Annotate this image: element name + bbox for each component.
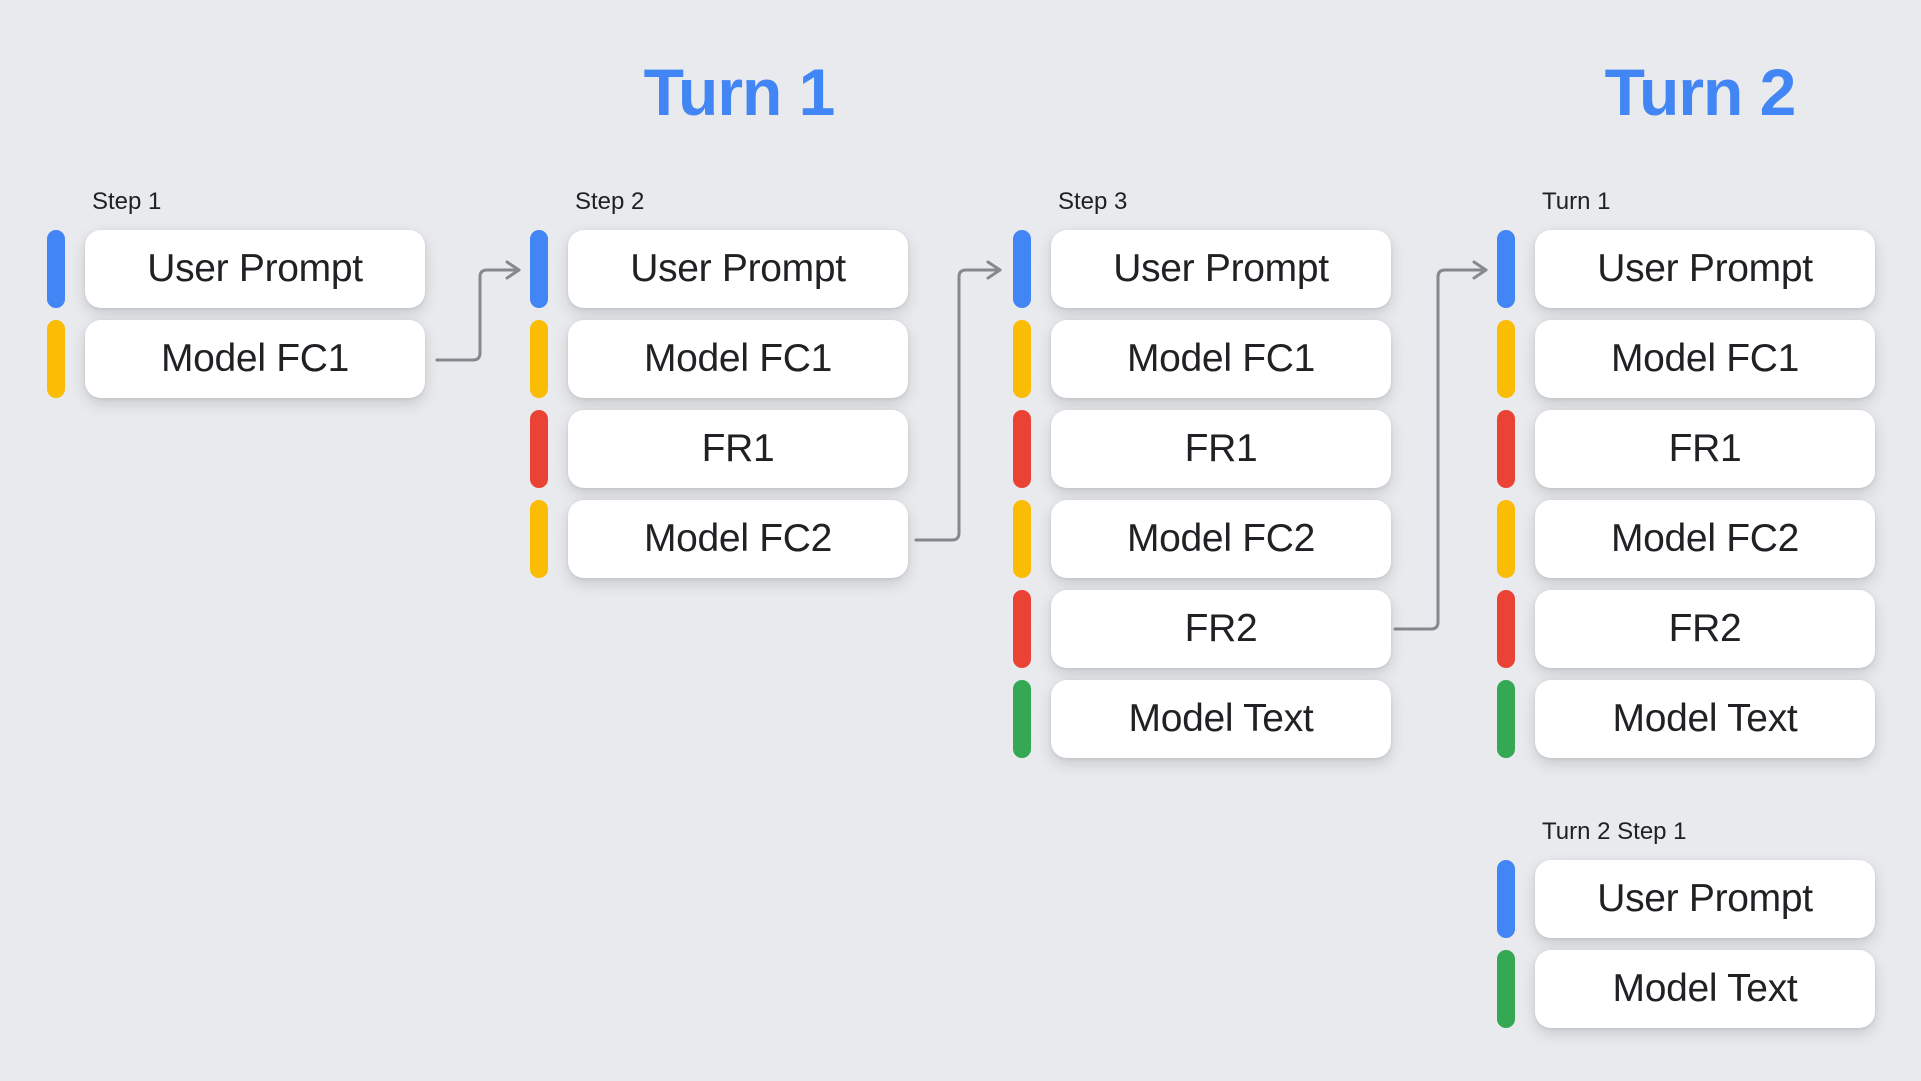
arrow-step2-to-step3	[914, 260, 1002, 542]
yellow-color-bar	[1013, 500, 1031, 578]
card-user-prompt: User Prompt	[1535, 860, 1875, 938]
turn-2-title: Turn 2	[1604, 55, 1797, 129]
yellow-color-bar	[530, 500, 548, 578]
card-user-prompt: User Prompt	[568, 230, 908, 308]
card-row: Model FC2	[1013, 500, 1393, 578]
card-user-prompt: User Prompt	[1535, 230, 1875, 308]
red-color-bar	[1013, 410, 1031, 488]
card-model-fc2: Model FC2	[568, 500, 908, 578]
card-row: Model FC1	[47, 320, 427, 398]
card-model-text: Model Text	[1535, 950, 1875, 1028]
green-color-bar	[1497, 680, 1515, 758]
card-user-prompt: User Prompt	[1051, 230, 1391, 308]
card-row: FR1	[1497, 410, 1877, 488]
blue-color-bar	[47, 230, 65, 308]
card-row: FR2	[1013, 590, 1393, 668]
column-label: Step 2	[575, 188, 645, 215]
card-model-text: Model Text	[1535, 680, 1875, 758]
card-row: Model FC2	[1497, 500, 1877, 578]
blue-color-bar	[1497, 860, 1515, 938]
yellow-color-bar	[1497, 500, 1515, 578]
card-model-fc1: Model FC1	[1535, 320, 1875, 398]
card-row: Model FC1	[1013, 320, 1393, 398]
card-model-fc1: Model FC1	[1051, 320, 1391, 398]
card-row: FR2	[1497, 590, 1877, 668]
yellow-color-bar	[530, 320, 548, 398]
yellow-color-bar	[1013, 320, 1031, 398]
yellow-color-bar	[47, 320, 65, 398]
green-color-bar	[1013, 680, 1031, 758]
card-row: FR1	[1013, 410, 1393, 488]
card-fr1: FR1	[1051, 410, 1391, 488]
column-label: Turn 2 Step 1	[1542, 818, 1687, 845]
card-row: FR1	[530, 410, 910, 488]
blue-color-bar	[530, 230, 548, 308]
card-fr2: FR2	[1535, 590, 1875, 668]
card-model-text: Model Text	[1051, 680, 1391, 758]
card-model-fc2: Model FC2	[1051, 500, 1391, 578]
blue-color-bar	[1013, 230, 1031, 308]
arrow-step1-to-step2	[435, 260, 521, 362]
card-fr1: FR1	[1535, 410, 1875, 488]
blue-color-bar	[1497, 230, 1515, 308]
green-color-bar	[1497, 950, 1515, 1028]
card-fr1: FR1	[568, 410, 908, 488]
column-label: Step 3	[1058, 188, 1128, 215]
card-row: Model Text	[1497, 680, 1877, 758]
red-color-bar	[1497, 590, 1515, 668]
card-user-prompt: User Prompt	[85, 230, 425, 308]
card-row: Model Text	[1497, 950, 1877, 1028]
column-label: Turn 1	[1542, 188, 1611, 215]
card-row: Model FC1	[1497, 320, 1877, 398]
card-row: User Prompt	[47, 230, 427, 308]
card-row: Model FC1	[530, 320, 910, 398]
card-row: Model FC2	[530, 500, 910, 578]
red-color-bar	[1497, 410, 1515, 488]
card-row: Model Text	[1013, 680, 1393, 758]
card-model-fc1: Model FC1	[568, 320, 908, 398]
card-row: User Prompt	[1013, 230, 1393, 308]
card-row: User Prompt	[1497, 860, 1877, 938]
red-color-bar	[1013, 590, 1031, 668]
card-fr2: FR2	[1051, 590, 1391, 668]
card-row: User Prompt	[1497, 230, 1877, 308]
turn-1-title: Turn 1	[643, 55, 836, 129]
card-row: User Prompt	[530, 230, 910, 308]
card-model-fc1: Model FC1	[85, 320, 425, 398]
card-model-fc2: Model FC2	[1535, 500, 1875, 578]
arrow-step3-to-turn1	[1393, 260, 1488, 631]
yellow-color-bar	[1497, 320, 1515, 398]
red-color-bar	[530, 410, 548, 488]
column-label: Step 1	[92, 188, 162, 215]
